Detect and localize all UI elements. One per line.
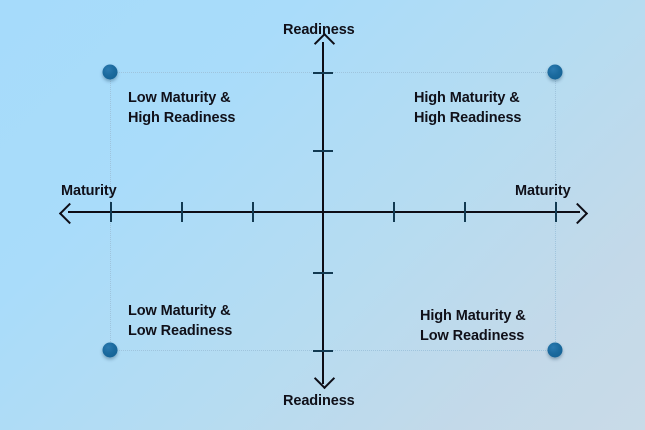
arrow-right-icon [566,202,589,224]
x-axis-tick [110,202,112,222]
y-axis-tick [313,72,333,74]
y-axis-tick [313,150,333,152]
axis-label-readiness-top: Readiness [283,22,355,38]
quadrant-label-top-right: High Maturity & High Readiness [414,88,521,128]
quadrant-label-top-left: Low Maturity & High Readiness [128,88,235,128]
data-point-high-maturity-high-readiness[interactable] [547,64,563,80]
quadrant-label-line-1: Low Maturity & [128,303,231,319]
arrow-left-icon [58,202,81,224]
y-axis-line [322,42,324,384]
quadrant-label-line-1: High Maturity & [420,308,526,324]
data-point-low-maturity-high-readiness[interactable] [102,64,118,80]
guide-line-top [110,72,556,73]
data-point-low-maturity-low-readiness[interactable] [102,342,118,358]
axis-label-readiness-bottom: Readiness [283,393,355,409]
x-axis-tick [181,202,183,222]
y-axis-tick [313,272,333,274]
axis-label-maturity-right: Maturity [515,183,571,199]
quadrant-label-line-1: High Maturity & [414,90,520,106]
quadrant-label-line-2: High Readiness [128,110,236,126]
quadrant-label-line-2: Low Readiness [128,323,233,339]
y-axis-tick [313,350,333,352]
x-axis-tick [464,202,466,222]
quadrant-label-bottom-left: Low Maturity & Low Readiness [128,301,232,341]
x-axis-tick [252,202,254,222]
quadrant-label-line-2: High Readiness [414,110,522,126]
guide-line-bottom [110,350,556,351]
quadrant-label-line-1: Low Maturity & [128,90,231,106]
quadrant-label-line-2: Low Readiness [420,328,525,344]
axis-label-maturity-left: Maturity [61,183,117,199]
x-axis-line [68,211,580,213]
data-point-high-maturity-low-readiness[interactable] [547,342,563,358]
arrow-down-icon [313,367,335,390]
x-axis-tick [555,202,557,222]
x-axis-tick [393,202,395,222]
quadrant-label-bottom-right: High Maturity & Low Readiness [420,306,526,346]
